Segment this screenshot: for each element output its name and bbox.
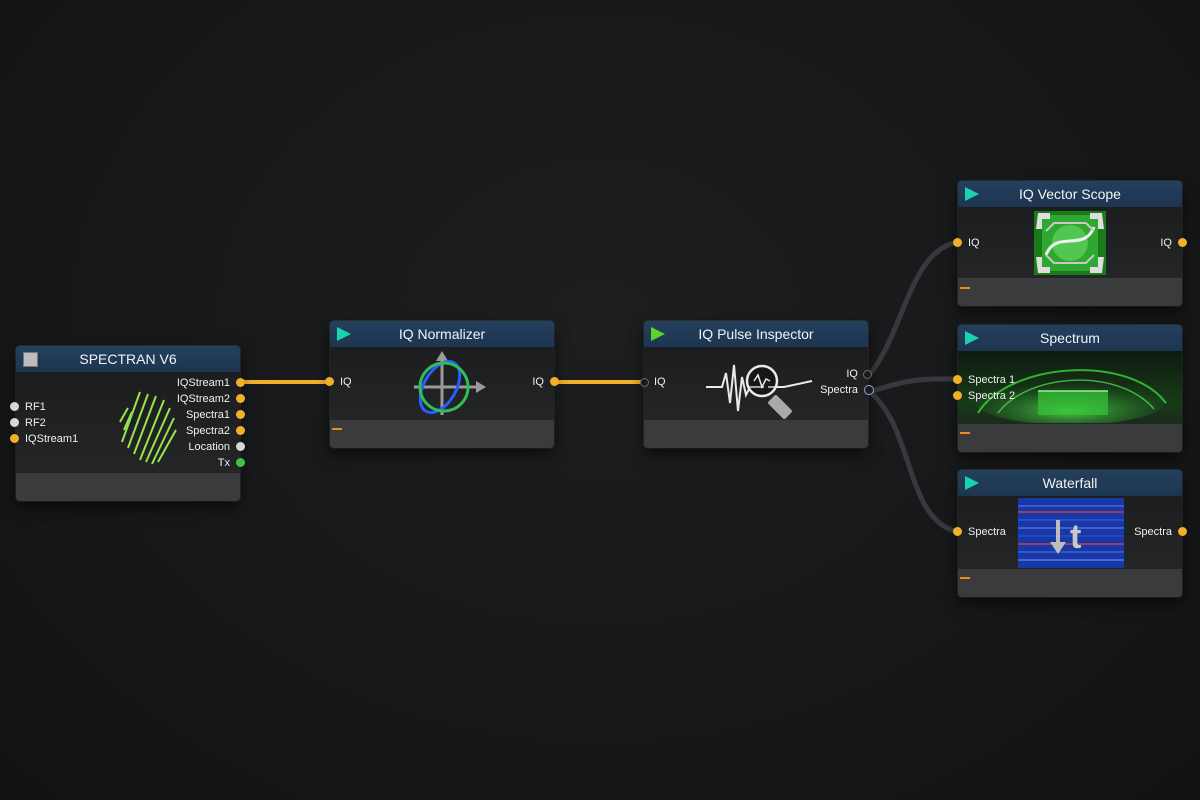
port-out-iq[interactable] xyxy=(863,370,872,379)
status-dash xyxy=(332,428,342,430)
port-out-iqstream2[interactable] xyxy=(236,394,245,403)
node-title: IQ Pulse Inspector xyxy=(698,326,814,342)
node-body xyxy=(644,347,868,420)
port-in-spectra-1[interactable] xyxy=(953,375,962,384)
iq-crosshair-circles-icon xyxy=(414,351,486,415)
waterfall-time-icon: t xyxy=(1018,498,1124,568)
node-title: Waterfall xyxy=(1042,475,1098,491)
port-in-rf1[interactable] xyxy=(10,402,19,411)
wire-pulse-spectra-to-waterfall[interactable] xyxy=(868,390,959,535)
port-label-out-iq: IQ xyxy=(532,376,544,388)
node-title: SPECTRAN V6 xyxy=(79,351,177,367)
play-button[interactable] xyxy=(965,187,979,201)
node-waterfall[interactable]: Waterfall t Spectra Spectra xyxy=(953,470,1187,597)
port-in-spectra-2[interactable] xyxy=(953,391,962,400)
port-label-in-spectra: Spectra xyxy=(968,526,1006,538)
node-footer xyxy=(644,420,868,448)
port-label-out-spectra1: Spectra1 xyxy=(185,409,230,421)
node-title: IQ Normalizer xyxy=(398,326,486,342)
port-in-iq[interactable] xyxy=(325,377,334,386)
status-dash xyxy=(960,432,970,434)
port-label-in-iq: IQ xyxy=(654,376,666,388)
play-button[interactable] xyxy=(651,327,665,341)
stop-button[interactable] xyxy=(23,352,38,367)
port-out-iqstream1[interactable] xyxy=(236,378,245,387)
port-label-rf2: RF2 xyxy=(25,417,46,429)
node-footer xyxy=(958,278,1182,306)
rainbow-spectrum-logo-icon xyxy=(119,391,177,465)
node-title: IQ Vector Scope xyxy=(1019,186,1121,202)
status-dash xyxy=(960,577,970,579)
port-out-spectra2[interactable] xyxy=(236,426,245,435)
port-label-in-iq: IQ xyxy=(968,237,980,249)
node-footer xyxy=(958,569,1182,597)
port-label-in-iqstream1: IQStream1 xyxy=(25,433,79,445)
port-label-out-spectra: Spectra xyxy=(1134,526,1172,538)
port-label-out-iqstream2: IQStream2 xyxy=(176,393,230,405)
port-label-out-location: Location xyxy=(188,441,230,453)
node-title: Spectrum xyxy=(1040,330,1100,346)
port-label-in-spectra-2: Spectra 2 xyxy=(968,390,1016,402)
port-label-out-iqstream1: IQStream1 xyxy=(176,377,230,389)
port-label-rf1: RF1 xyxy=(25,401,46,413)
wire-pulse-iq-to-vectorscope[interactable] xyxy=(868,239,959,376)
port-out-spectra[interactable] xyxy=(864,385,874,395)
play-button[interactable] xyxy=(337,327,351,341)
port-label-in-spectra-1: Spectra 1 xyxy=(968,374,1016,386)
node-iq-vector-scope[interactable]: IQ Vector Scope IQ IQ xyxy=(953,181,1187,306)
port-in-rf2[interactable] xyxy=(10,418,19,427)
node-header[interactable] xyxy=(16,346,240,373)
pulse-magnifier-icon xyxy=(706,364,813,419)
port-out-tx[interactable] xyxy=(236,458,245,467)
node-iq-normalizer[interactable]: IQ Normalizer IQ IQ xyxy=(325,321,559,448)
status-dash xyxy=(960,287,970,289)
node-footer xyxy=(330,420,554,448)
port-out-iq[interactable] xyxy=(550,377,559,386)
port-out-location[interactable] xyxy=(236,442,245,451)
spectrum-glow-icon xyxy=(974,369,1167,423)
port-label-out-spectra: Spectra xyxy=(820,384,858,396)
port-label-out-tx: Tx xyxy=(217,457,230,469)
node-spectran-v6[interactable]: SPECTRAN V6 RF1 RF2 IQStream1 IQStream1 … xyxy=(10,346,245,501)
port-in-spectra[interactable] xyxy=(953,527,962,536)
port-out-spectra1[interactable] xyxy=(236,410,245,419)
port-in-iq[interactable] xyxy=(640,378,649,387)
node-footer xyxy=(16,473,240,501)
wire-pulse-spectra-to-spectrum[interactable] xyxy=(869,376,959,395)
node-spectrum[interactable]: Spectrum Spectra 1 Spectra 2 xyxy=(953,325,1182,452)
play-button[interactable] xyxy=(965,476,979,490)
node-footer xyxy=(958,424,1182,452)
play-button[interactable] xyxy=(965,331,979,345)
port-in-iq[interactable] xyxy=(953,238,962,247)
port-out-spectra[interactable] xyxy=(1178,527,1187,536)
port-out-iq[interactable] xyxy=(1178,238,1187,247)
port-label-out-iq: IQ xyxy=(846,368,858,380)
vector-scope-icon xyxy=(1034,211,1106,275)
port-label-out-iq: IQ xyxy=(1160,237,1172,249)
port-label-out-spectra2: Spectra2 xyxy=(185,425,230,437)
svg-text:t: t xyxy=(1070,518,1081,556)
port-in-iqstream1[interactable] xyxy=(10,434,19,443)
port-label-in-iq: IQ xyxy=(340,376,352,388)
node-header[interactable] xyxy=(958,470,1182,497)
node-iq-pulse-inspector[interactable]: IQ Pulse Inspector IQ IQ Spectra xyxy=(640,321,874,448)
